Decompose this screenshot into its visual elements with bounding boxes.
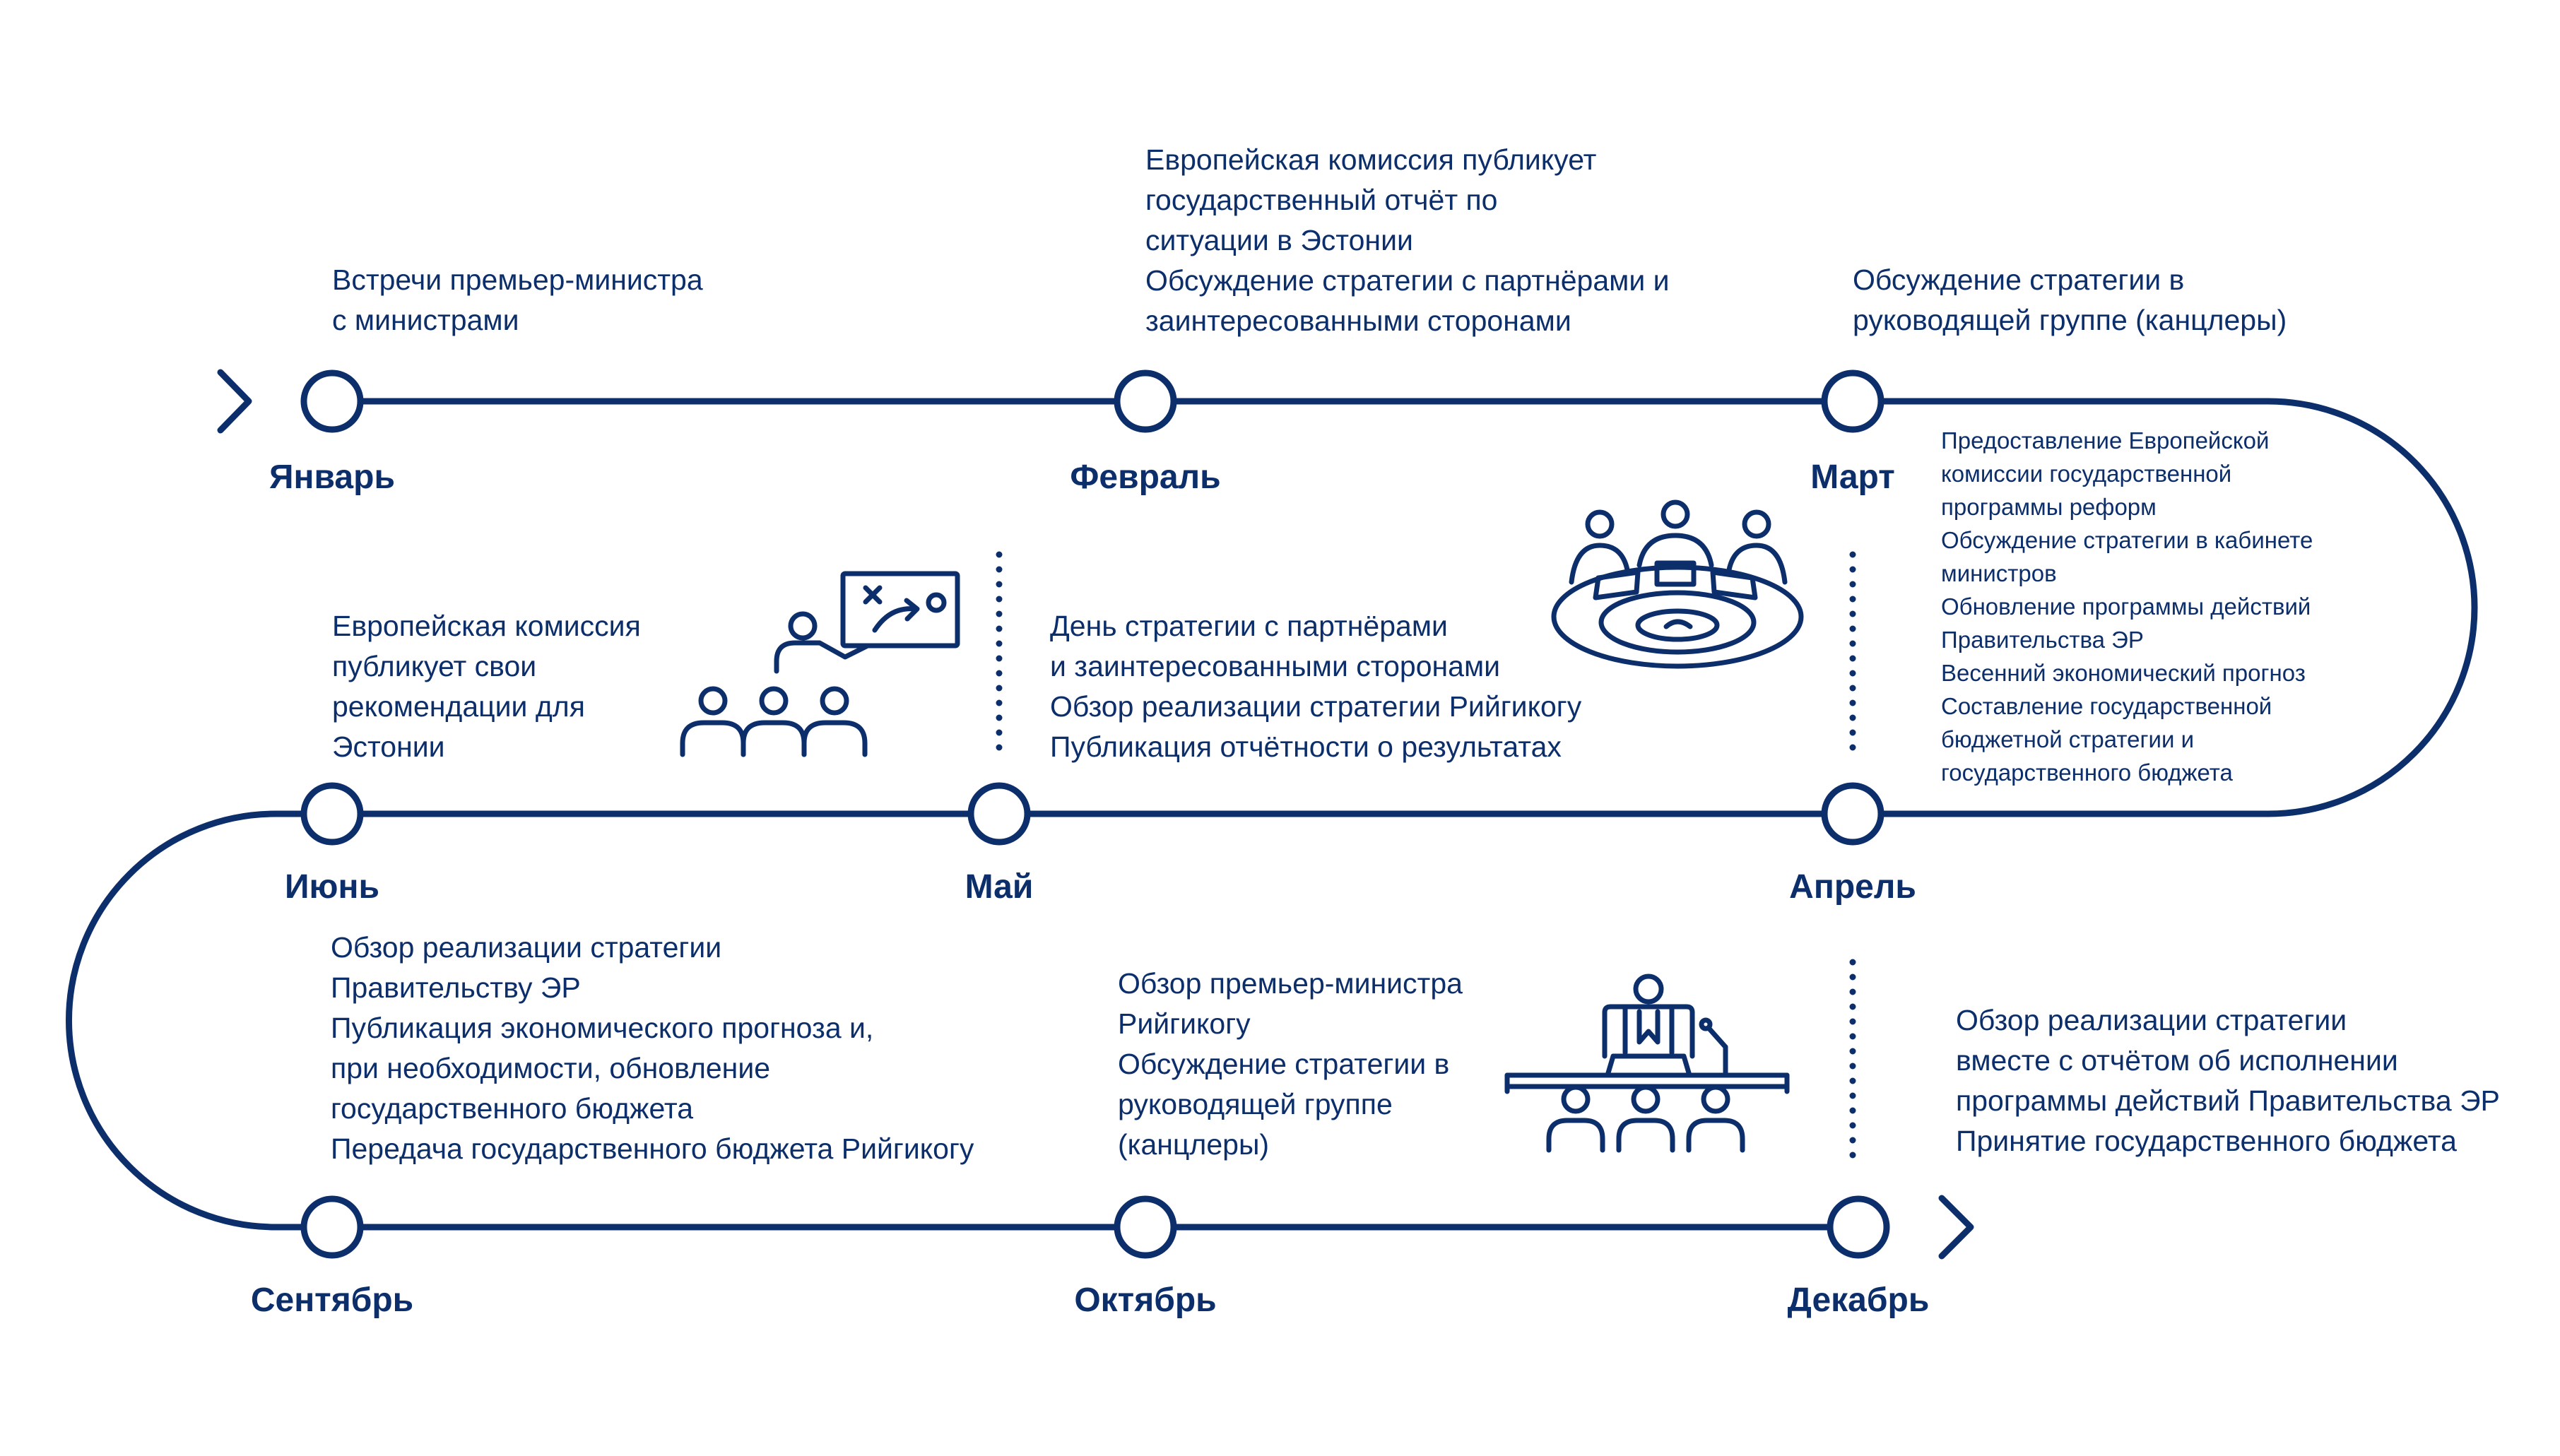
month-label-mar: Март bbox=[1810, 458, 1895, 496]
event-line: государственного бюджета bbox=[331, 1092, 694, 1125]
event-line: Европейская комиссия публикует bbox=[1145, 143, 1597, 176]
month-label-oct: Октябрь bbox=[1074, 1282, 1217, 1319]
event-line: Правительству ЭР bbox=[331, 971, 581, 1004]
event-line: Обсуждение стратегии с партнёрами и bbox=[1145, 264, 1670, 297]
event-line: ситуации в Эстонии bbox=[1145, 224, 1413, 256]
event-line: программы реформ bbox=[1941, 494, 2157, 520]
event-line: министров bbox=[1941, 560, 2057, 586]
event-line: комиссии государственной bbox=[1941, 461, 2232, 487]
event-line: государственного бюджета bbox=[1941, 759, 2233, 786]
month-label-may: Май bbox=[965, 868, 1034, 906]
events-jun: Европейская комиссия публикует свои реко… bbox=[332, 606, 641, 767]
events-oct: Обзор премьер-министра Рийгикогу Обсужде… bbox=[1118, 964, 1463, 1165]
event-line: Публикация экономического прогноза и, bbox=[331, 1012, 874, 1044]
event-line: (канцлеры) bbox=[1118, 1128, 1270, 1161]
start-chevron-icon bbox=[217, 369, 252, 434]
event-line: Обзор реализации стратегии bbox=[1956, 1004, 2347, 1036]
round-table-meeting-icon bbox=[1551, 499, 1804, 669]
event-line: День стратегии с партнёрами bbox=[1050, 610, 1448, 642]
event-line: Весенний экономический прогноз bbox=[1941, 660, 2306, 686]
parliament-speaker-icon bbox=[1504, 973, 1790, 1153]
event-line: Обсуждение стратегии в bbox=[1853, 264, 2185, 296]
node-feb bbox=[1114, 369, 1177, 433]
node-dec bbox=[1827, 1195, 1890, 1259]
event-line: Обзор премьер-министра bbox=[1118, 967, 1463, 1000]
events-sep: Обзор реализации стратегии Правительству… bbox=[331, 928, 974, 1169]
month-label-sep: Сентябрь bbox=[250, 1282, 414, 1319]
node-apr bbox=[1821, 782, 1884, 846]
event-line: руководящей группе bbox=[1118, 1088, 1393, 1120]
event-line: Обсуждение стратегии в bbox=[1118, 1048, 1450, 1080]
event-line: публикует свои bbox=[332, 650, 537, 682]
event-line: Европейская комиссия bbox=[332, 610, 641, 642]
event-line: программы действий Правительства ЭР bbox=[1956, 1084, 2500, 1117]
events-may: День стратегии с партнёрами и заинтересо… bbox=[1050, 606, 1581, 767]
event-line: Эстонии bbox=[332, 730, 445, 763]
event-line: Правительства ЭР bbox=[1941, 627, 2144, 653]
events-jan: Встречи премьер-министра с министрами bbox=[332, 260, 703, 341]
events-apr: Предоставление Европейской комиссии госу… bbox=[1941, 424, 2313, 789]
event-line: Публикация отчётности о результатах bbox=[1050, 730, 1562, 763]
event-line: Составление государственной bbox=[1941, 693, 2272, 719]
month-label-jun: Июнь bbox=[285, 868, 379, 906]
event-line: бюджетной стратегии и bbox=[1941, 726, 2195, 752]
node-jan bbox=[300, 369, 364, 433]
node-may bbox=[967, 782, 1031, 846]
events-feb: Европейская комиссия публикует государст… bbox=[1145, 140, 1670, 341]
event-line: и заинтересованными сторонами bbox=[1050, 650, 1501, 682]
month-label-apr: Апрель bbox=[1789, 868, 1916, 906]
event-line: Принятие государственного бюджета bbox=[1956, 1125, 2457, 1157]
presentation-board-icon bbox=[680, 571, 960, 757]
month-label-dec: Декабрь bbox=[1787, 1282, 1930, 1319]
month-label-jan: Январь bbox=[269, 458, 395, 496]
node-jun bbox=[300, 782, 364, 846]
event-line: Передача государственного бюджета Рийгик… bbox=[331, 1132, 974, 1165]
event-line: вместе с отчётом об исполнении bbox=[1956, 1044, 2398, 1077]
event-line: Встречи премьер-министра bbox=[332, 264, 703, 296]
event-line: Обзор реализации стратегии bbox=[331, 931, 722, 964]
event-line: Обсуждение стратегии в кабинете bbox=[1941, 527, 2313, 553]
event-line: заинтересованными сторонами bbox=[1145, 304, 1571, 337]
event-line: рекомендации для bbox=[332, 690, 585, 723]
event-line: руководящей группе (канцлеры) bbox=[1853, 304, 2287, 336]
event-line: Предоставление Европейской bbox=[1941, 427, 2270, 454]
timeline-path bbox=[66, 398, 2478, 1231]
event-line: при необходимости, обновление bbox=[331, 1052, 771, 1084]
event-line: Рийгикогу bbox=[1118, 1007, 1251, 1040]
events-mar: Обсуждение стратегии в руководящей групп… bbox=[1853, 260, 2287, 341]
event-line: Обзор реализации стратегии Рийгикогу bbox=[1050, 690, 1582, 723]
end-chevron-icon bbox=[1938, 1195, 1974, 1260]
event-line: государственный отчёт по bbox=[1145, 184, 1498, 216]
event-line: Обновление программы действий bbox=[1941, 593, 2311, 620]
node-sep bbox=[300, 1195, 364, 1259]
event-line: с министрами bbox=[332, 304, 519, 336]
month-label-feb: Февраль bbox=[1070, 458, 1221, 496]
node-oct bbox=[1114, 1195, 1177, 1259]
node-mar bbox=[1821, 369, 1884, 433]
events-dec: Обзор реализации стратегии вместе с отчё… bbox=[1956, 1000, 2500, 1161]
